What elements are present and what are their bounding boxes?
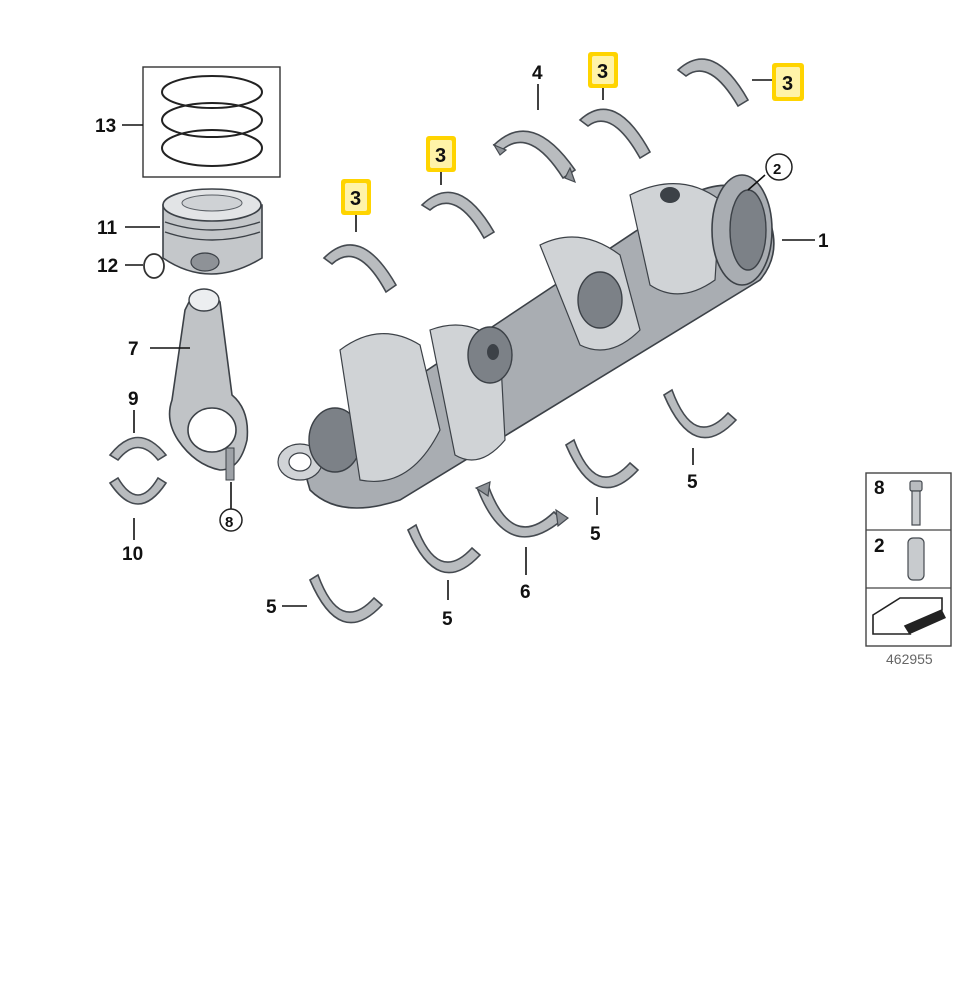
callout-3-a[interactable]: 3 bbox=[350, 188, 361, 210]
callout-3-c[interactable]: 3 bbox=[597, 61, 608, 83]
dowel-icon bbox=[907, 537, 925, 581]
arrow-icon bbox=[872, 597, 946, 635]
rod-bearing-lower[interactable] bbox=[108, 476, 168, 505]
thrust-bearing-lower-6[interactable] bbox=[474, 481, 570, 538]
main-bearing-lower-2[interactable] bbox=[406, 523, 482, 574]
callout-9[interactable]: 9 bbox=[128, 389, 139, 410]
thrust-bearing-4[interactable] bbox=[492, 130, 577, 184]
callout-10[interactable]: 10 bbox=[122, 544, 143, 565]
piston-rings-group[interactable] bbox=[142, 66, 281, 178]
callout-2[interactable]: 2 bbox=[773, 161, 781, 178]
main-bearing-lower-1[interactable] bbox=[308, 573, 384, 624]
rod-bearing-upper[interactable] bbox=[108, 436, 168, 462]
piston[interactable] bbox=[162, 188, 263, 275]
circlip[interactable] bbox=[143, 253, 165, 279]
legend: 8 2 bbox=[865, 472, 952, 647]
callout-5-c[interactable]: 5 bbox=[590, 524, 601, 545]
callout-3-d[interactable]: 3 bbox=[782, 73, 793, 95]
callout-8-circle[interactable] bbox=[219, 508, 243, 532]
legend-item-8-label: 8 bbox=[874, 478, 885, 499]
callout-12[interactable]: 12 bbox=[97, 256, 118, 277]
main-bearing-upper-3[interactable] bbox=[578, 108, 652, 160]
connecting-rod[interactable] bbox=[168, 288, 249, 481]
callout-13[interactable]: 13 bbox=[95, 116, 116, 137]
main-bearing-upper-4[interactable] bbox=[676, 58, 750, 108]
callout-4[interactable]: 4 bbox=[532, 63, 543, 84]
legend-item-2-label: 2 bbox=[874, 536, 885, 557]
document-number: 462955 bbox=[886, 651, 933, 667]
callout-6[interactable]: 6 bbox=[520, 582, 531, 603]
callout-1[interactable]: 1 bbox=[818, 231, 829, 252]
callout-7[interactable]: 7 bbox=[128, 339, 139, 360]
callout-3-b[interactable]: 3 bbox=[435, 145, 446, 167]
main-bearing-upper-1[interactable] bbox=[322, 244, 398, 294]
callout-8[interactable]: 8 bbox=[225, 514, 233, 531]
crankshaft[interactable] bbox=[277, 174, 775, 509]
callout-5-b[interactable]: 5 bbox=[442, 609, 453, 630]
bolt-icon bbox=[909, 480, 923, 526]
callout-5-d[interactable]: 5 bbox=[687, 472, 698, 493]
callout-2-circle[interactable] bbox=[765, 153, 793, 181]
callout-5-a[interactable]: 5 bbox=[266, 597, 277, 618]
callout-11[interactable]: 11 bbox=[97, 218, 118, 239]
main-bearing-upper-2[interactable] bbox=[420, 191, 496, 240]
main-bearing-lower-3[interactable] bbox=[564, 438, 640, 489]
main-bearing-lower-4[interactable] bbox=[662, 388, 738, 439]
